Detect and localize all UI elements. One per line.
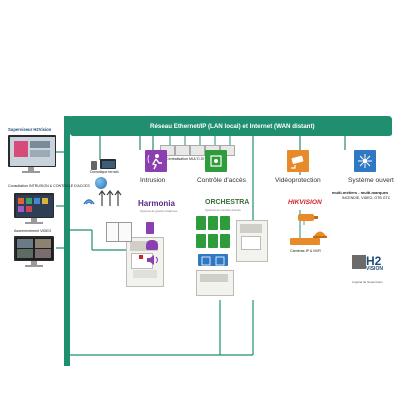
consultation-label: Consultation INTRUSION & CONTROLE D'ACCE… [8, 184, 90, 188]
network-title: Réseau Ethernet/IP (LAN local) et Intern… [150, 123, 315, 130]
category-access: Contrôle d'accès [197, 177, 246, 184]
access-panel-2 [196, 270, 234, 296]
harmonia-logo: Harmonia [138, 199, 175, 208]
access-controller [236, 220, 268, 262]
dome-camera [313, 231, 327, 238]
terminal-monitor [100, 159, 116, 169]
logo-mark: H2 [366, 254, 382, 268]
siren-icon [146, 240, 158, 250]
domotique-label: Domotique terrain [90, 170, 119, 174]
multisite-servers [160, 145, 240, 156]
up-arrows-icon [98, 190, 122, 206]
elevator-icon [198, 254, 228, 266]
phone-device [91, 161, 97, 170]
bullet-camera-1 [298, 214, 318, 225]
open-system-line1: multi-métiers - multi-marques [332, 190, 389, 195]
video-monitor [14, 236, 54, 261]
category-intrusion: Intrusion [140, 177, 166, 184]
nvr-device [290, 238, 320, 245]
category-open-system: Système ouvert [348, 177, 394, 184]
intrusion-icon [145, 150, 167, 172]
video-watch-label: Assermentment VIDEO [14, 229, 52, 233]
consultation-monitor [14, 193, 54, 218]
open-system-line2: INCENDIE, VIDEO, GTB GTC [342, 196, 391, 200]
network-backbone [64, 116, 70, 366]
orchestra-logo: ORCHESTRA [205, 199, 250, 206]
access-control-icon [205, 150, 227, 172]
badge-reader-icon [146, 222, 154, 234]
orchestra-subtitle: Système de contrôle d'accès [205, 208, 241, 212]
cameras-label: Caméras IP & NVR [290, 249, 321, 253]
supervisor-monitor [8, 135, 56, 167]
h2vision-logo: H2 VISION [352, 254, 392, 279]
network-banner [68, 116, 392, 136]
logo-name: VISION [366, 266, 383, 272]
keypad-2 [118, 222, 132, 242]
multisite-label: Centralisation MULTI-SITES [166, 157, 212, 161]
hikvision-logo: HIKVISION [288, 199, 322, 206]
wifi-icon [83, 199, 95, 205]
logo-tagline: Logiciel de Supervision [352, 280, 383, 284]
cctv-camera-icon [287, 150, 309, 172]
supervisor-title: Superviseur H2Vision [8, 127, 52, 132]
globe-icon [95, 177, 107, 189]
speaker-icon [147, 255, 158, 265]
access-readers [196, 216, 246, 250]
network-hub-icon [354, 150, 376, 172]
category-video: Vidéoprotection [275, 177, 321, 184]
harmonia-subtitle: Système de gestion d'alarmes [140, 209, 178, 213]
